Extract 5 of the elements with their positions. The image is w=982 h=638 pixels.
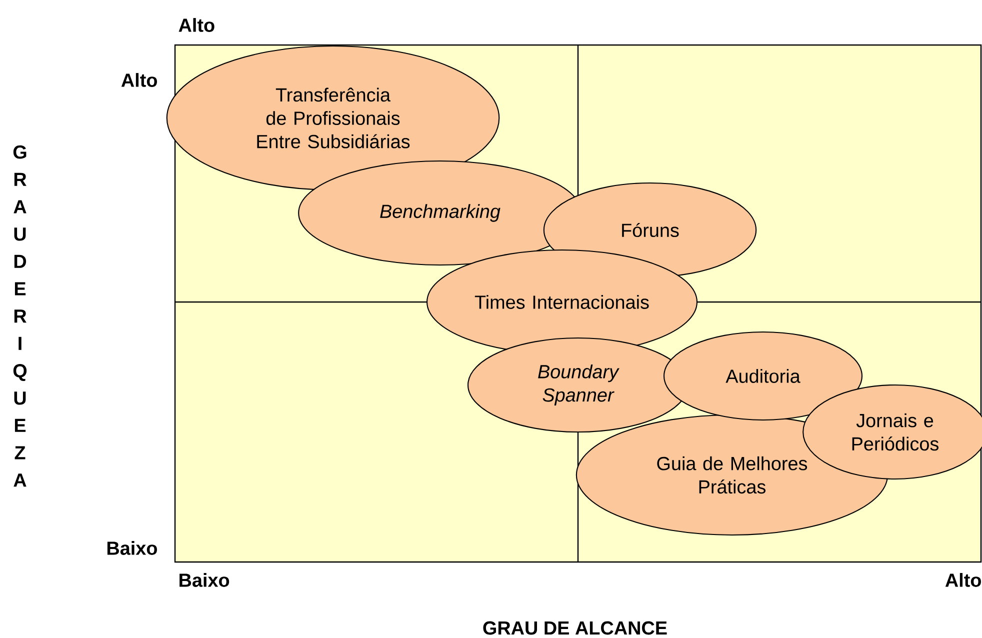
axis-label: Baixo (107, 541, 157, 555)
axis-label: Alto (945, 573, 981, 587)
axis-title: GRAU DE ALCANCE (483, 621, 667, 635)
axis-title: GRAU DE RIQUEZA (13, 145, 27, 487)
axis-label: Baixo (180, 573, 230, 587)
